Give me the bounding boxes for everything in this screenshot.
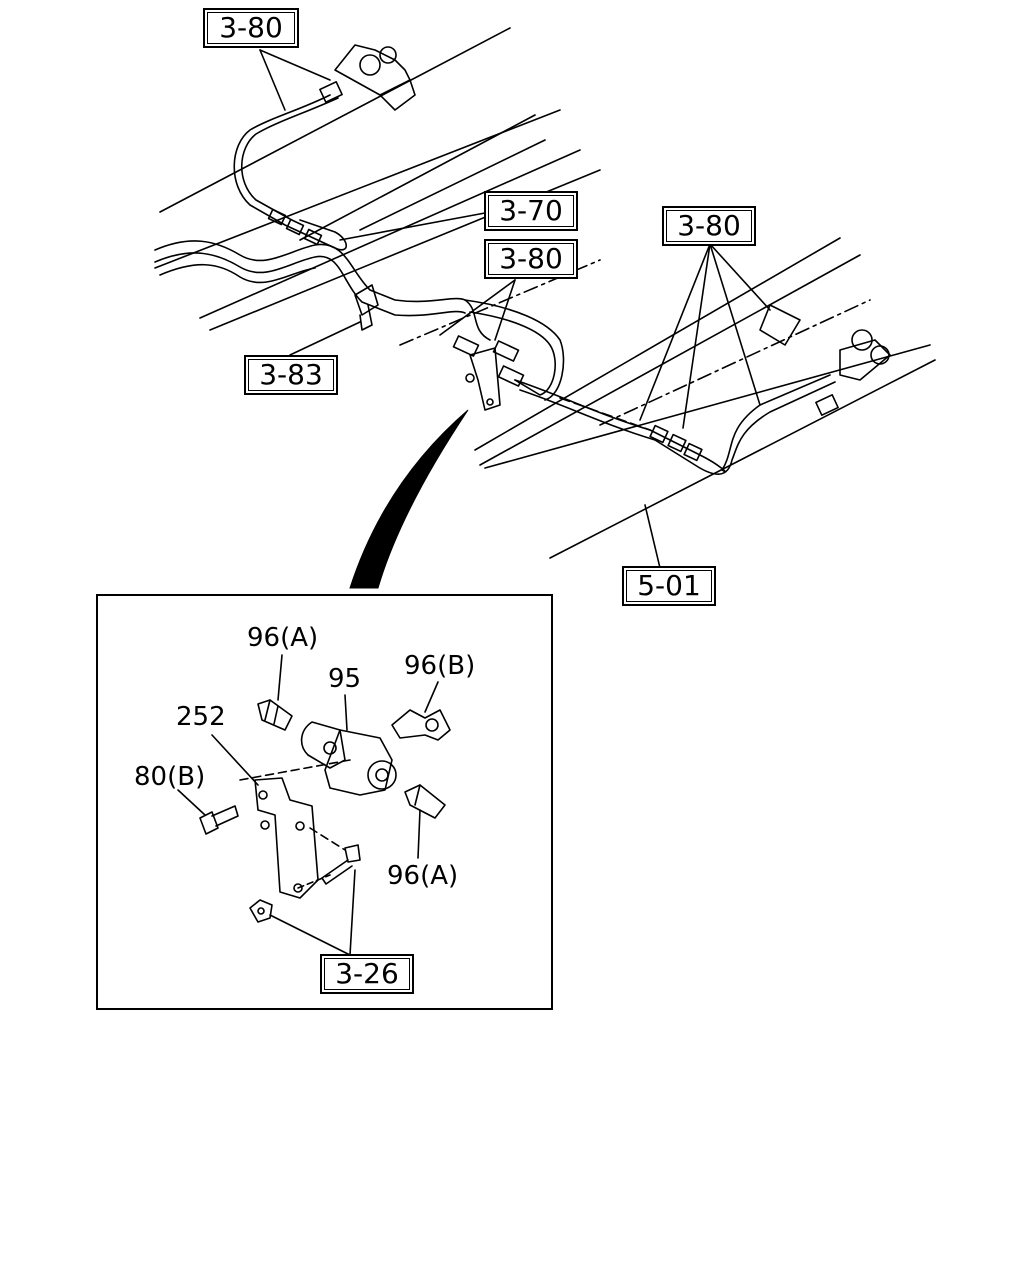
part-label-80b: 80(B) [134,762,206,792]
hose-coupler-right [759,304,891,416]
bolt-3-26 [321,844,361,885]
brake-pipe-main-2 [154,252,466,317]
part-label-95: 95 [328,664,362,694]
brake-pipe-loop [469,311,556,396]
nut-3-26 [249,899,273,923]
frame-rail-lower [474,237,936,559]
bracket-252 [254,777,319,899]
fitting-96a-top [257,699,293,731]
pipe-joint-right [649,424,703,462]
reference-3-80-top[interactable]: 3-80 [203,8,299,48]
pipe-joint-upper [267,208,323,246]
inset-leaders [177,654,439,956]
leader-lines [259,49,771,569]
reference-3-70[interactable]: 3-70 [484,191,578,231]
reference-3-26[interactable]: 3-26 [320,954,414,994]
detail-callout-arrow [349,409,469,589]
bolt-80b [199,805,239,835]
detail-inset-frame [96,594,553,1010]
part-label-96a-top: 96(A) [247,623,319,653]
reference-5-01[interactable]: 5-01 [622,566,716,606]
fitting-96a-bottom [404,784,446,819]
brake-pipe-loop-2 [464,299,565,401]
reference-3-83[interactable]: 3-83 [244,355,338,395]
part-label-252: 252 [176,702,226,732]
brake-pipe-right-2 [519,381,836,475]
part-label-96b: 96(B) [404,651,476,681]
reference-3-80-right[interactable]: 3-80 [662,206,756,246]
frame-rail-upper [154,27,601,331]
part-label-96a-bottom: 96(A) [387,861,459,891]
reference-3-80-middle[interactable]: 3-80 [484,239,578,279]
proportioning-valve-95 [300,721,397,796]
pipe-clip [354,284,379,331]
brake-fitting-cluster [452,335,525,411]
brake-pipe-upper [233,94,348,251]
hose-coupler-top [319,44,416,111]
brake-pipe-upper-2 [240,97,339,220]
fitting-96b-elbow [391,709,451,741]
brake-pipe-main-3 [159,263,316,284]
brake-pipe-right [514,374,831,473]
